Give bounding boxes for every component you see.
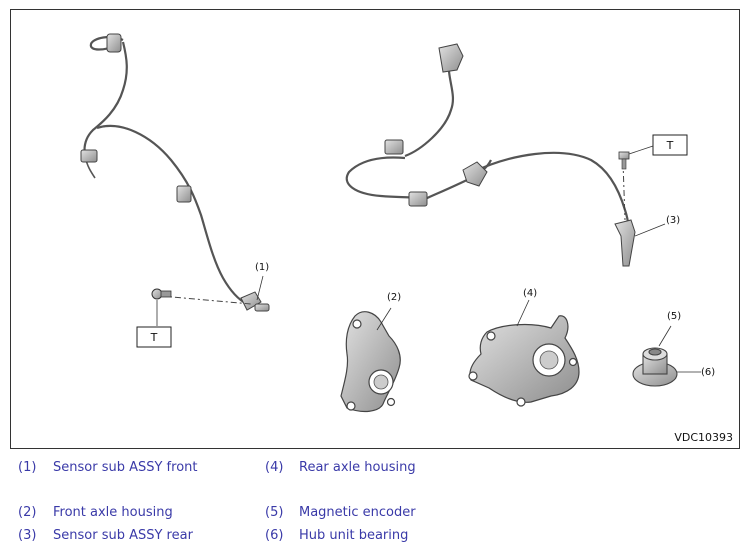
rear-axle-housing [468,299,580,407]
legend-text-4: Rear axle housing [299,460,416,475]
parts-diagram: T T (1) (2) (3) (4) (5) (6) VDC10393 [10,9,740,449]
front-sensor-clips [80,33,270,312]
rear-sensor-bolt [618,145,654,221]
legend-text-6: Hub unit bearing [299,528,409,543]
rear-sensor-clips [384,43,636,267]
diagram-drawing: T T (1) (2) (3) (4) (5) (6) [80,33,715,413]
figure-code: VDC10393 [674,431,733,444]
callout-5: (5) [667,311,681,322]
hub-unit-bearing [632,347,701,387]
legend-text-3: Sensor sub ASSY rear [53,528,193,543]
legend-text-2: Front axle housing [53,505,173,520]
callout-6: (6) [701,367,715,378]
magnetic-encoder [658,325,672,347]
svg-text:T: T [150,331,158,344]
torque-box-front: T [136,326,172,348]
callout-4: (4) [523,288,537,299]
front-sensor-bolt [151,288,252,326]
callout-1: (1) [255,262,269,273]
legend-num-5: (5) [265,505,284,520]
svg-text:T: T [666,139,674,152]
legend-num-6: (6) [265,528,284,543]
legend-num-2: (2) [18,505,37,520]
front-axle-housing [340,307,401,413]
legend-num-4: (4) [265,460,284,475]
front-sensor-harness [83,35,248,305]
legend-text-5: Magnetic encoder [299,505,416,520]
legend-text-1: Sensor sub ASSY front [53,460,198,475]
callout-2: (2) [387,292,401,303]
callout-3: (3) [666,215,680,226]
torque-box-rear: T [652,134,688,156]
legend-num-1: (1) [18,460,37,475]
legend-num-3: (3) [18,528,37,543]
